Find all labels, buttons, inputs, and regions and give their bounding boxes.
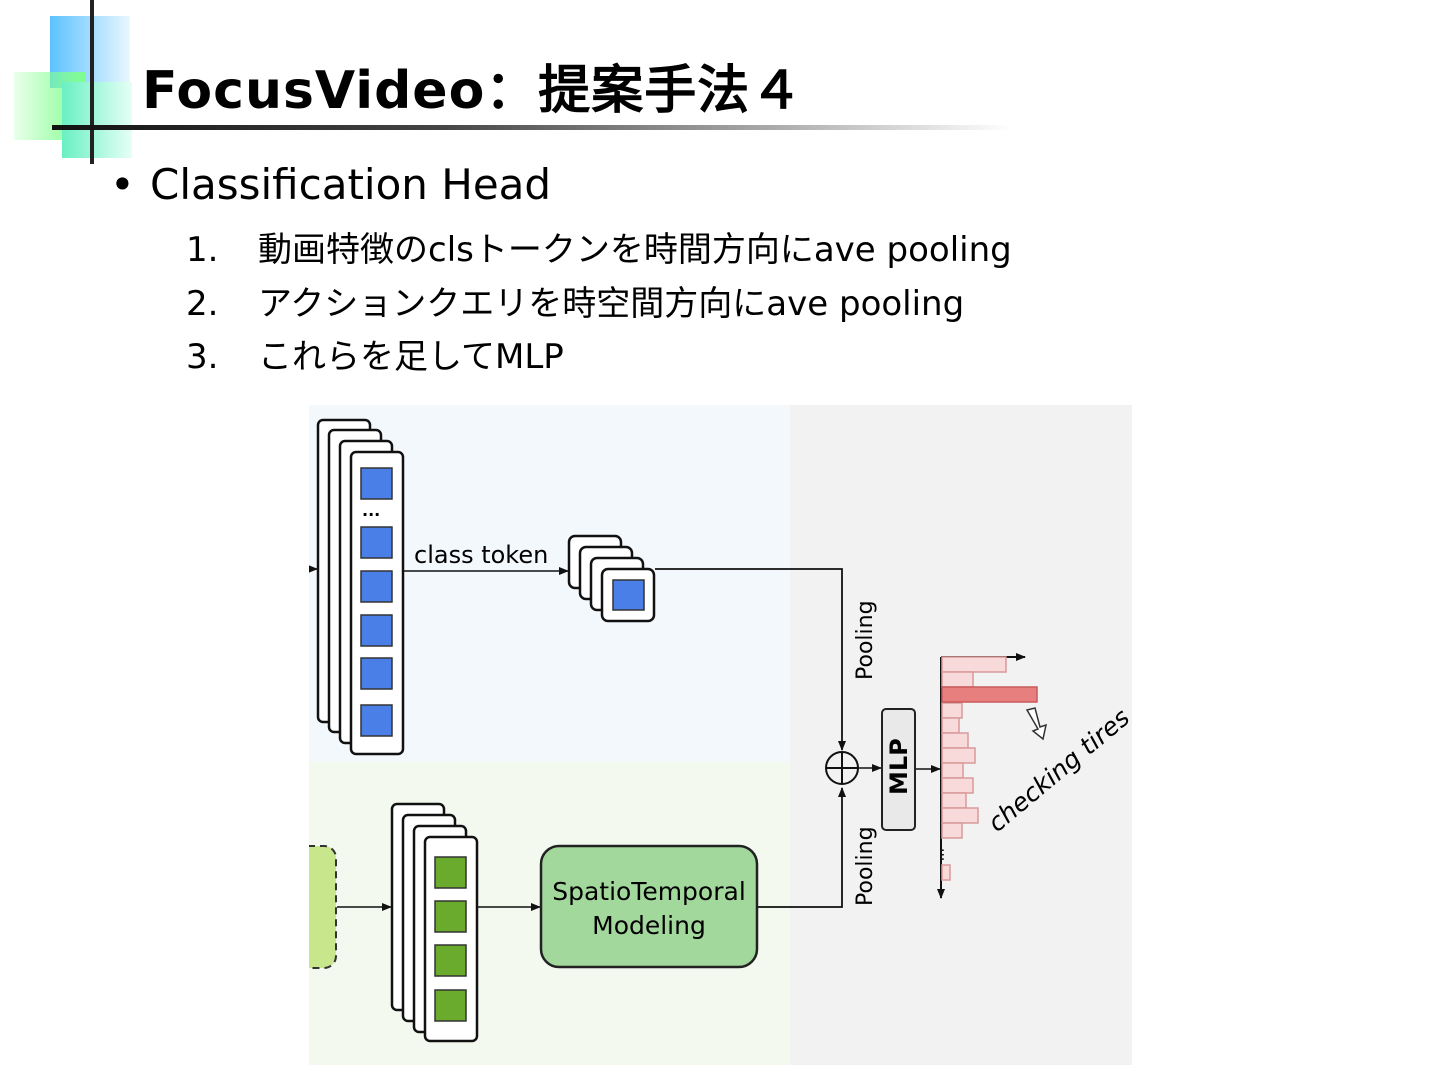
svg-text:...: ...	[938, 848, 954, 861]
pooling-top-label: Pooling	[853, 600, 878, 680]
step-number: 1.	[186, 230, 219, 270]
corner-decoration	[0, 0, 150, 170]
bullet-text: Classification Head	[150, 160, 552, 209]
step-1: 1. 動画特徴のclsトークンを時間方向にave pooling	[186, 222, 1012, 271]
slide-title: FocusVideo：提案手法４	[142, 61, 804, 121]
query-token-column	[434, 856, 467, 1022]
step-3: 3. これらを足してMLP	[186, 329, 564, 378]
mlp-label: MLP	[885, 738, 913, 795]
step-text: これらを足してMLP	[258, 337, 564, 377]
sum-node	[825, 751, 859, 785]
top-class-bar	[941, 686, 1038, 703]
bottom-pooling-path	[758, 787, 846, 908]
step-2: 2. アクションクエリを時空間方向にave pooling	[186, 276, 964, 325]
token-ellipsis: ...	[362, 501, 380, 520]
video-token-column	[360, 467, 393, 737]
bullet-classification-head: • Classification Head	[110, 160, 551, 209]
class-token-label: class token	[414, 541, 548, 569]
spatiotemporal-modeling-box	[539, 844, 759, 969]
title-rule	[52, 125, 1012, 130]
top-pooling-path	[655, 568, 846, 751]
class-token	[612, 579, 645, 611]
module-label-line2: Modeling	[592, 911, 706, 940]
step-number: 2.	[186, 284, 219, 324]
hollow-down-arrow	[1025, 707, 1048, 741]
architecture-diagram: ... class token Pooling SpatioTemporal M…	[309, 405, 1132, 1065]
mlp-box	[881, 708, 916, 831]
step-text: 動画特徴のclsトークンを時間方向にave pooling	[258, 230, 1012, 270]
step-number: 3.	[186, 337, 219, 377]
step-text: アクションクエリを時空間方向にave pooling	[258, 284, 965, 324]
class-score-histogram: ...	[937, 653, 1038, 899]
module-label-line1: SpatioTemporal	[552, 877, 746, 906]
action-query-block	[309, 845, 337, 969]
pooling-bottom-label: Pooling	[853, 826, 878, 906]
bullet-dot: •	[110, 160, 135, 209]
